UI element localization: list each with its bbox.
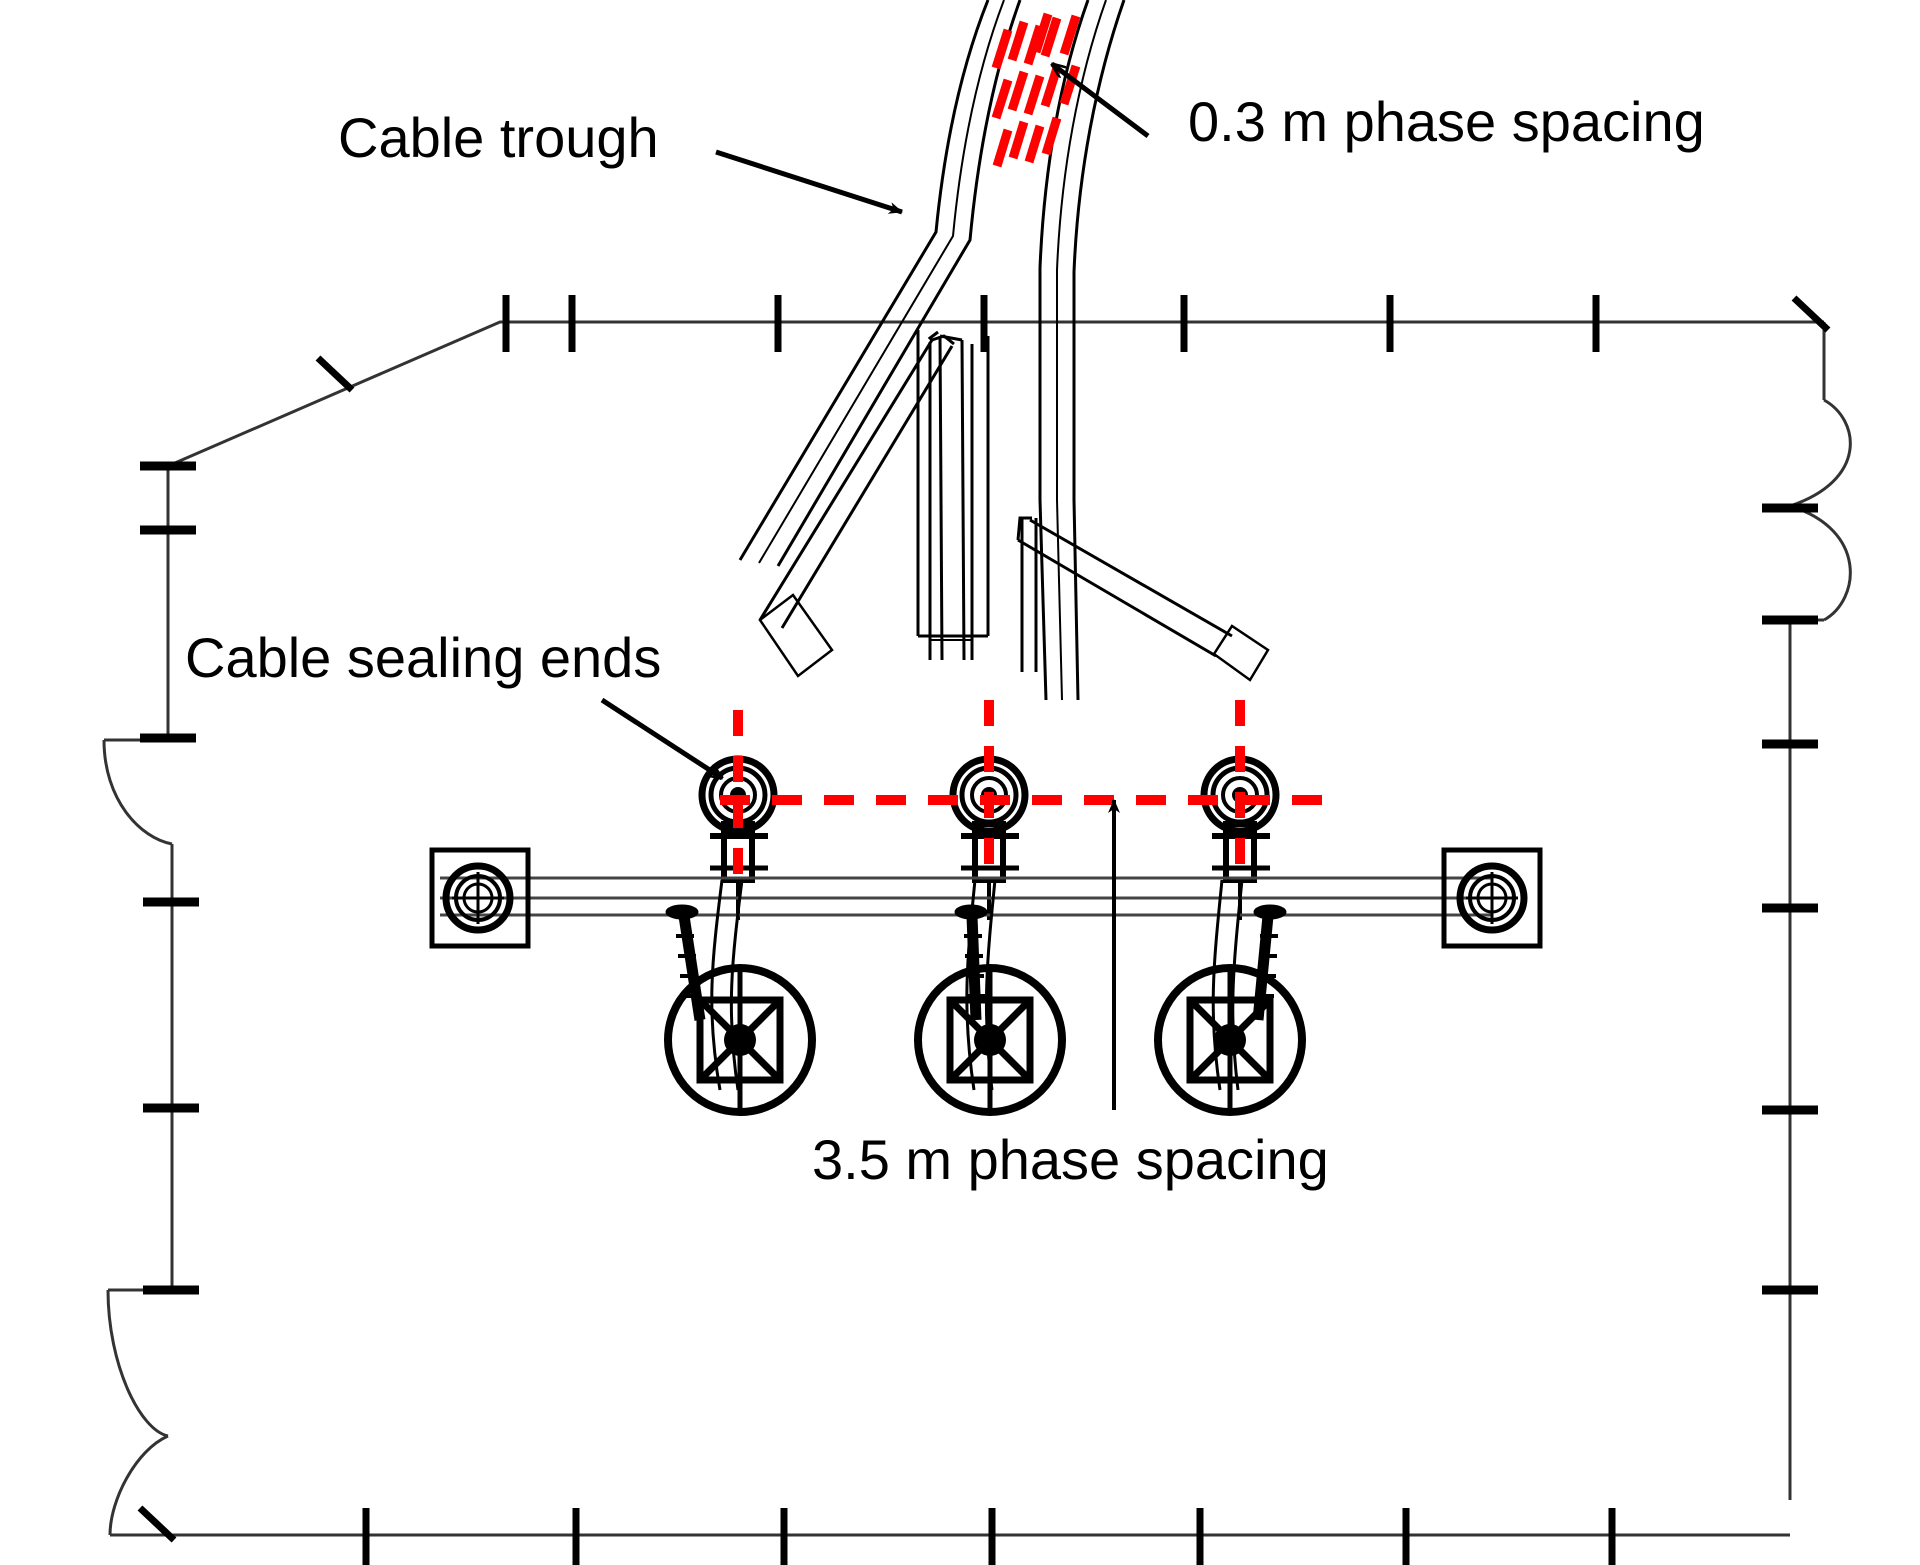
cable-sealing-end-left <box>698 755 778 920</box>
support-frame-left <box>758 330 966 678</box>
cable-trough-ducts <box>738 0 1126 701</box>
leader-lines <box>600 64 1150 1110</box>
current-transformer-middle <box>914 964 1066 1116</box>
leader-cable-trough <box>715 149 903 215</box>
border-tick-marks-right <box>1762 503 1818 1295</box>
centre-riser-column <box>916 330 990 638</box>
section-border <box>102 320 1852 1537</box>
leader-cable-sealing-ends <box>600 697 722 778</box>
annotation-cable-sealing-ends: Cable sealing ends <box>185 626 662 689</box>
centre-column <box>928 342 1038 672</box>
border-tick-marks-top <box>502 295 1600 352</box>
phase-spacing-dashed-3-5m <box>720 700 1340 880</box>
leader-phase-03 <box>1052 64 1150 138</box>
current-transformer-left <box>664 964 816 1116</box>
annotation-phase-spacing-3-5m: 3.5 m phase spacing <box>812 1128 1329 1191</box>
border-tick-marks-top-angled <box>315 295 1831 393</box>
current-transformer-right <box>1154 964 1306 1116</box>
phase-spacing-hatch-0-3m <box>991 12 1081 168</box>
annotation-phase-spacing-0-3m: 0.3 m phase spacing <box>1188 90 1705 153</box>
border-tick-marks-left <box>140 461 199 1295</box>
busbar-end-box-left <box>429 847 531 949</box>
support-frame-right <box>1016 516 1270 682</box>
annotation-cable-trough: Cable trough <box>338 106 659 169</box>
border-tick-marks-bottom <box>137 1505 1616 1565</box>
busbar-end-box-right <box>1441 847 1543 949</box>
